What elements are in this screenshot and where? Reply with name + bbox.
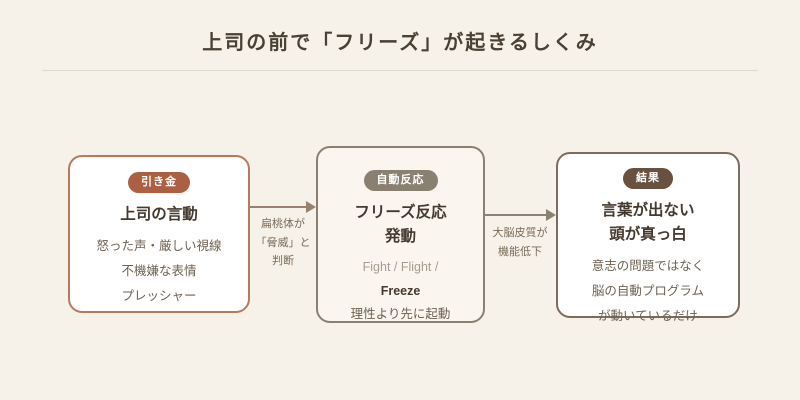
arrow-trigger-to-reaction bbox=[250, 201, 316, 213]
trigger-body-line: プレッシャー bbox=[121, 289, 197, 304]
trigger-box: 引き金 上司の言動 怒った声・厳しい視線 不機嫌な表情 プレッシャー bbox=[68, 155, 250, 313]
reaction-title-line: フリーズ反応 bbox=[354, 204, 447, 222]
arrow-shaft bbox=[485, 214, 548, 216]
reaction-title-line: 発動 bbox=[384, 228, 416, 246]
trigger-body-line: 不機嫌な表情 bbox=[121, 264, 197, 279]
trigger-body: 怒った声・厳しい視線 不機嫌な表情 プレッシャー bbox=[96, 234, 221, 309]
arrow-head-icon bbox=[546, 209, 556, 221]
page-title: 上司の前で「フリーズ」が起きるしくみ bbox=[202, 32, 598, 54]
trigger-body-line: 怒った声・厳しい視線 bbox=[96, 239, 222, 254]
result-body-line: 意志の問題ではなく bbox=[591, 259, 705, 274]
reaction-body-fight-flight: Fight / Flight / bbox=[362, 260, 439, 275]
reaction-body-freeze: Freeze bbox=[380, 283, 421, 298]
result-box: 結果 言葉が出ない 頭が真っ白 意志の問題ではなく 脳の自動プログラム が動いて… bbox=[556, 152, 740, 323]
arrow-shaft bbox=[250, 206, 308, 208]
arrow-label-cortex: 大脳皮質が機能低下 bbox=[492, 227, 548, 258]
reaction-title: フリーズ反応 発動 bbox=[354, 201, 446, 249]
reaction-body: Fight / Flight / Freeze 理性より先に起動 bbox=[351, 256, 451, 325]
result-title-line: 頭が真っ白 bbox=[609, 226, 687, 244]
result-body-line: 脳の自動プログラム bbox=[591, 284, 705, 299]
result-title: 言葉が出ない 頭が真っ白 bbox=[601, 199, 694, 247]
reaction-box: 自動反応 フリーズ反応 発動 Fight / Flight / Freeze 理… bbox=[316, 146, 485, 323]
result-title-line: 言葉が出ない bbox=[601, 202, 695, 220]
trigger-badge: 引き金 bbox=[128, 172, 190, 194]
reaction-body-note: 理性より先に起動 bbox=[350, 306, 451, 321]
result-body: 意志の問題ではなく 脳の自動プログラム が動いているだけ bbox=[592, 254, 705, 329]
result-body-line: が動いているだけ bbox=[598, 309, 698, 324]
arrow-head-icon bbox=[306, 201, 316, 213]
reaction-badge: 自動反応 bbox=[363, 170, 438, 192]
arrow-label-amygdala: 扁桃体が「脅威」と判断 bbox=[255, 218, 311, 268]
result-badge: 結果 bbox=[623, 168, 673, 190]
trigger-title: 上司の言動 bbox=[120, 206, 198, 224]
arrow-reaction-to-result bbox=[485, 209, 556, 221]
title-divider bbox=[42, 70, 758, 71]
